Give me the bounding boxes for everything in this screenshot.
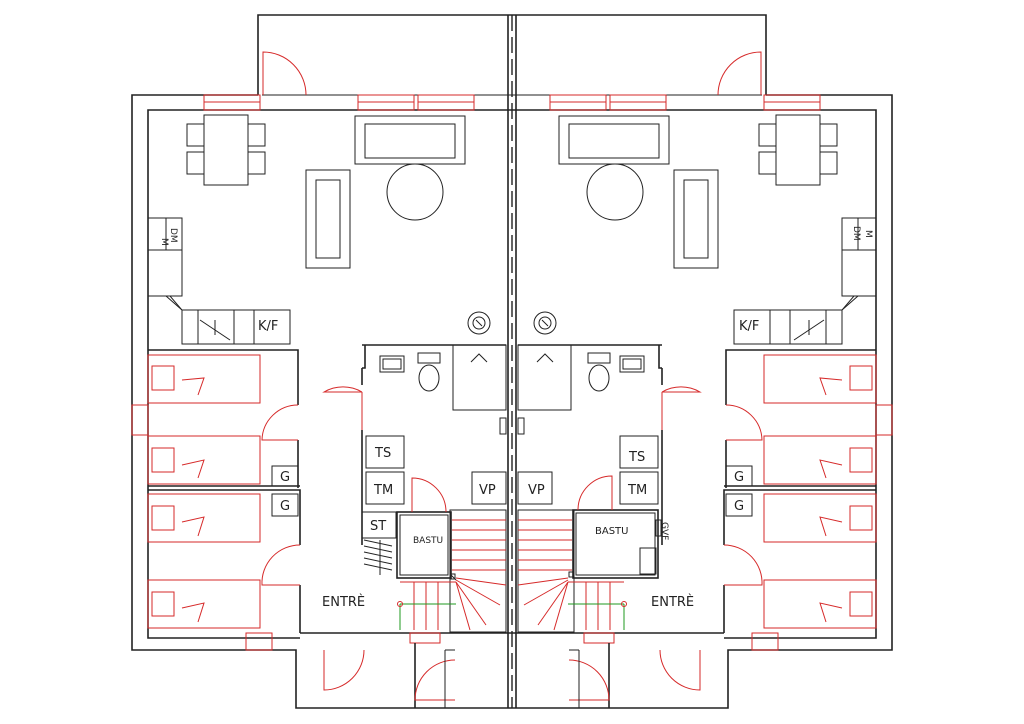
party-wall xyxy=(507,15,517,708)
label-kf-left: K/F xyxy=(258,319,278,334)
room-labels: ENTRÈ ENTRÈ BASTU BASTU TS TM ST VP TS T… xyxy=(159,226,873,610)
label-ts-right: TS xyxy=(628,450,645,465)
label-tm-right: TM xyxy=(627,483,647,498)
label-tm-left: TM xyxy=(373,483,393,498)
label-entre-left: ENTRÈ xyxy=(322,594,365,610)
label-st-left: ST xyxy=(370,519,386,534)
left-unit xyxy=(147,114,507,708)
windows xyxy=(131,94,893,651)
label-bastu-left: BASTU xyxy=(413,536,443,546)
label-g-right-1: G xyxy=(734,470,744,485)
label-kf-right: K/F xyxy=(739,319,759,334)
label-dm-right: DM xyxy=(851,226,861,241)
label-dm-left: DM xyxy=(168,228,178,243)
label-ts-left: TS xyxy=(374,446,391,461)
label-m-right: M xyxy=(863,230,873,238)
label-vp-right: VP xyxy=(528,483,545,498)
label-gvf: GVF xyxy=(659,522,669,540)
label-g-left-1: G xyxy=(280,470,290,485)
label-entre-right: ENTRÈ xyxy=(651,594,694,610)
label-m-left: M xyxy=(159,238,169,246)
label-bastu-right: BASTU xyxy=(595,526,628,537)
right-unit xyxy=(517,114,877,708)
label-g-left-2: G xyxy=(280,499,290,514)
label-vp-left: VP xyxy=(479,483,496,498)
label-g-right-2: G xyxy=(734,499,744,514)
balcony-doors xyxy=(262,51,762,96)
